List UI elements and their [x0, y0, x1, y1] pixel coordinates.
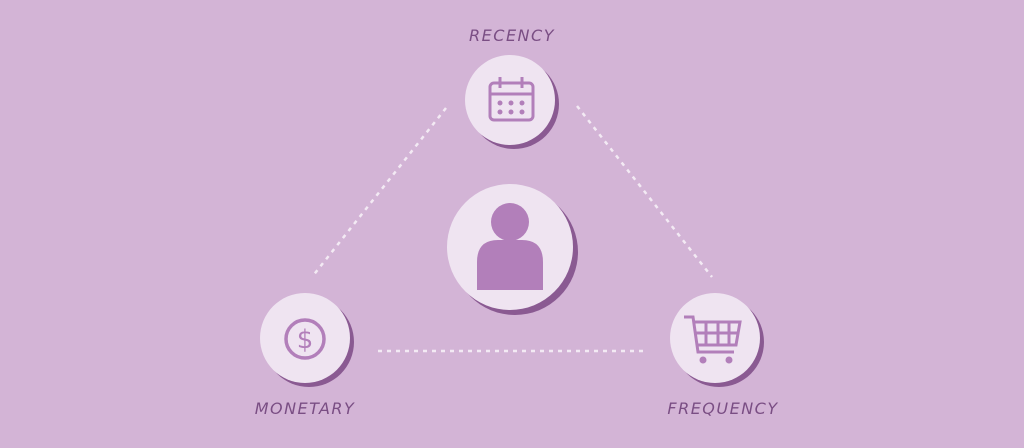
connector-recency-monetary: [311, 107, 447, 278]
shopping-cart-icon: [684, 315, 742, 354]
frequency-label: FREQUENCY: [667, 399, 779, 418]
monetary-node: $: [260, 293, 354, 387]
dollar-coin-icon: $: [284, 318, 326, 360]
calendar-icon: [488, 77, 535, 122]
recency-node: [465, 55, 559, 149]
center-node: [447, 184, 578, 315]
connector-recency-frequency: [576, 105, 713, 278]
person-icon: [477, 203, 543, 290]
frequency-node: [670, 293, 764, 387]
monetary-label: MONETARY: [254, 399, 356, 418]
recency-label: RECENCY: [469, 26, 555, 45]
svg-text:$: $: [297, 325, 314, 355]
dotted-connectors: [311, 105, 713, 353]
